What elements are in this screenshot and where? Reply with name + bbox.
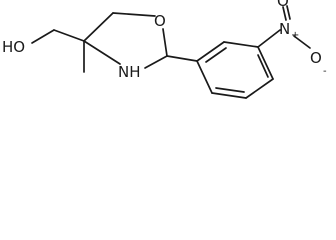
ring-oxygen-label: O (154, 12, 166, 30)
bond-ring-1 (196, 41, 225, 62)
bond-o1-c2 (162, 28, 168, 57)
nitro-minus-charge: - (323, 66, 327, 77)
bond-hydroxyl-ch2 (31, 29, 55, 44)
bond-ring-3 (257, 46, 274, 80)
bond-ch2-c4 (53, 29, 85, 42)
nitro-oxygen-top-label: O (277, 0, 289, 10)
nitro-nitrogen-label: N (279, 20, 290, 38)
bond-c2-phenyl (166, 55, 198, 62)
ring-nitrogen-label: NH (118, 63, 141, 81)
bond-ring-5 (211, 92, 247, 99)
bond-ring-6 (196, 60, 213, 94)
bond-ring-inner-1 (205, 47, 227, 63)
bond-c5-o1 (112, 12, 156, 17)
bond-nitro-o-right (293, 35, 311, 49)
bond-ring-inner-3 (215, 87, 245, 93)
structure-diagram: HO O NH N + O O - (2, 0, 327, 99)
nitro-oxygen-right-label: O (310, 49, 322, 67)
bond-ring-nitro (257, 29, 281, 48)
bond-nitro-o-top-a (282, 6, 287, 21)
hydroxyl-label: HO (2, 38, 25, 56)
bond-n3-c4 (83, 40, 121, 65)
nitro-plus-charge: + (291, 30, 299, 41)
bond-ring-inner-2 (257, 54, 269, 78)
bond-nitro-o-top-b (286, 5, 291, 20)
molecule-drawing: HO O NH N + O O - (2, 0, 327, 99)
bond-c4-c5 (83, 12, 114, 42)
bond-c2-n3 (144, 55, 168, 69)
bond-ring-2 (223, 41, 259, 48)
bond-ring-4 (245, 78, 274, 99)
